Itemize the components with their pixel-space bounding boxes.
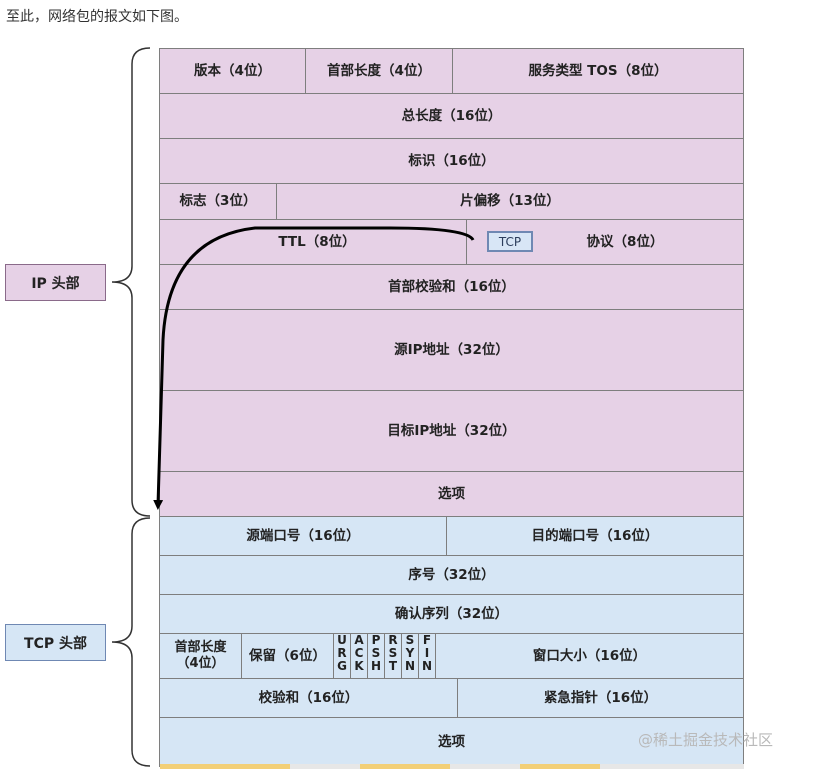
ip-header-brace bbox=[111, 47, 151, 517]
ip-field-ttl-label: TTL（8位） bbox=[278, 233, 356, 250]
ip-field-fragment-offset: 片偏移（13位） bbox=[276, 183, 744, 220]
ip-field-protocol-label: 协议（8位） bbox=[586, 233, 664, 250]
tcp-field-checksum: 校验和（16位） bbox=[159, 678, 458, 718]
tcp-flag-rst-letter-1: R bbox=[388, 633, 398, 647]
tcp-header-label: TCP 头部 bbox=[5, 624, 106, 661]
tcp-flag-urg-letter-1: U bbox=[337, 633, 347, 647]
tcp-flag-rst-letter-3: T bbox=[388, 659, 398, 673]
ip-field-total-length: 总长度（16位） bbox=[159, 93, 744, 139]
tcp-flag-fin-letter-1: F bbox=[422, 633, 432, 647]
watermark-text: @稀土掘金技术社区 bbox=[638, 731, 774, 749]
tcp-flag-urg-letter-3: G bbox=[337, 659, 347, 673]
tcp-header-brace bbox=[111, 517, 151, 767]
payload-strip bbox=[160, 764, 744, 769]
tcp-flag-syn-letter-3: N bbox=[404, 659, 416, 673]
tcp-flag-urg-letter-2: R bbox=[337, 646, 347, 660]
tcp-flag-ack-letter-3: K bbox=[354, 659, 364, 673]
tcp-flag-syn-letter-2: Y bbox=[405, 646, 415, 660]
tcp-field-urgent-pointer: 紧急指针（16位） bbox=[457, 678, 744, 718]
payload-strip-segment bbox=[520, 764, 600, 769]
tcp-flag-ack-letter-1: A bbox=[354, 633, 364, 647]
tcp-field-options: 选项 bbox=[159, 717, 744, 767]
tcp-flag-psh-letter-2: S bbox=[371, 646, 381, 660]
tcp-flag-ack-letter-2: C bbox=[354, 646, 364, 660]
tcp-flag-rst: R S T bbox=[384, 633, 402, 679]
intro-text: 至此，网络包的报文如下图。 bbox=[6, 9, 188, 25]
tcp-flag-urg: U R G bbox=[333, 633, 351, 679]
tcp-field-ack-number: 确认序列（32位） bbox=[159, 594, 744, 634]
tcp-flag-psh-letter-3: H bbox=[370, 659, 382, 673]
protocol-to-tcp-arrow bbox=[153, 226, 475, 510]
tcp-flag-psh-letter-1: P bbox=[371, 633, 381, 647]
tcp-flag-syn-letter-1: S bbox=[405, 633, 415, 647]
ip-field-identification: 标识（16位） bbox=[159, 138, 744, 184]
payload-strip-segment bbox=[360, 764, 450, 769]
tcp-field-window-size: 窗口大小（16位） bbox=[435, 633, 744, 679]
ip-field-destination-ip: 目标IP地址（32位） bbox=[159, 390, 744, 472]
tcp-flag-fin-letter-3: N bbox=[421, 659, 433, 673]
ip-header-label: IP 头部 bbox=[5, 264, 106, 301]
tcp-flag-rst-letter-2: S bbox=[388, 646, 398, 660]
protocol-tcp-badge: TCP bbox=[487, 231, 533, 252]
payload-strip-segment bbox=[160, 764, 290, 769]
ip-field-flags: 标志（3位） bbox=[159, 183, 277, 220]
ip-field-options: 选项 bbox=[159, 471, 744, 517]
tcp-flag-fin-letter-2: I bbox=[424, 646, 430, 660]
tcp-field-destination-port: 目的端口号（16位） bbox=[446, 516, 744, 556]
